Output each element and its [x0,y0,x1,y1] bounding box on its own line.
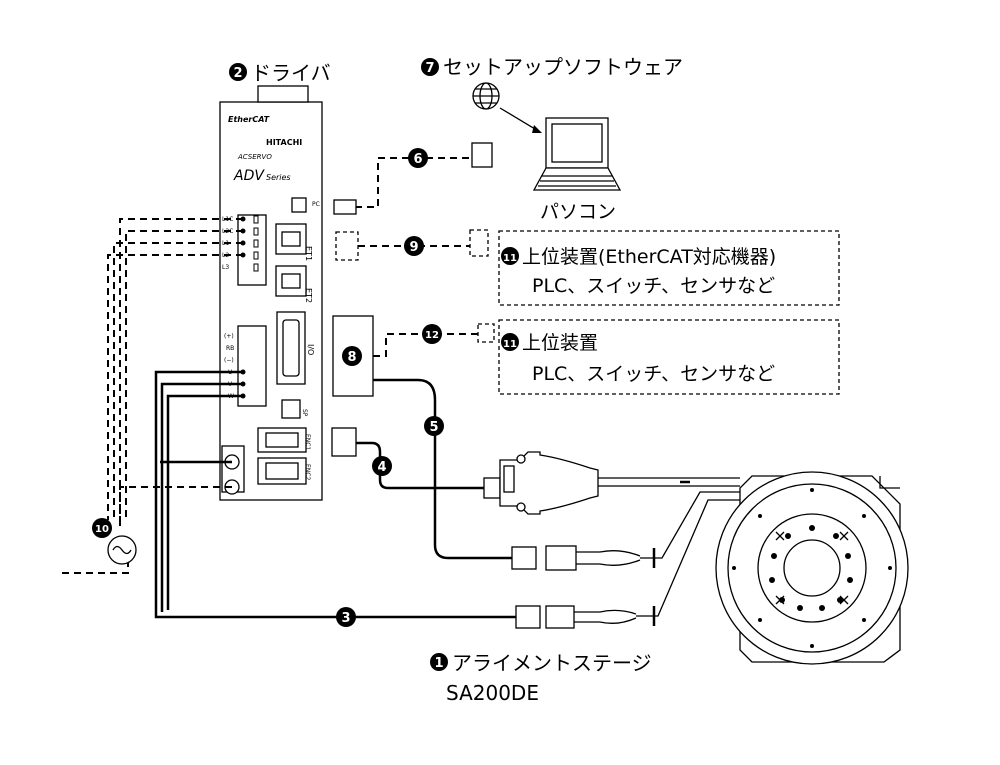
marker-10: 10 [95,524,109,535]
et2-port-label: ET2 [304,288,313,303]
svg-text:RB: RB [226,345,234,352]
et2-port [275,265,307,297]
driver-unit: EtherCAT HITACHI ACSERVO ADV Series PC L… [219,85,323,501]
sp-port [281,399,301,419]
host-connector-b [477,323,495,343]
marker-3: 3 [341,611,350,626]
enc1-port-label: ENC1 [304,434,311,450]
host-ethercat-title: 上位装置(EtherCAT対応機器) [522,246,776,268]
brand-label: HITACHI [266,138,302,147]
sensor-cable [373,378,512,560]
marker-12: 12 [425,330,439,341]
io-cable [373,333,478,357]
pc-label: パソコン [540,201,616,223]
series-main-label: ADV [233,168,265,184]
ground-screws [221,445,245,495]
pc-laptop [532,117,622,191]
marker-7: 7 [425,61,434,76]
host-box [498,319,840,395]
marker-2: 2 [233,66,242,81]
enc-connector [331,427,357,457]
power-terminal-slots [253,215,259,272]
ethercat-logo: EtherCAT [228,115,270,124]
io-port-label: I/O [306,344,315,355]
et1-port [275,223,307,255]
et1-port-label: ET1 [304,246,313,261]
io-port [276,311,306,385]
globe-icon [472,82,500,110]
enc2-port-label: ENC2 [304,464,311,480]
series-sub-label: Series [266,173,291,182]
host-connector-a [469,229,489,257]
host-title: 上位装置 [522,332,598,354]
marker-11a: 11 [503,253,517,264]
power-supply-lines [60,218,243,574]
sp-port-label: SP [301,409,308,417]
enc1-port [257,427,307,453]
marker-11b: 11 [503,339,517,350]
pc-port-label: PC [312,201,320,208]
stage-model: SA200DE [446,681,539,705]
alignment-stage [715,471,909,665]
svg-text:L3: L3 [222,264,229,271]
pc-usb-connector [471,142,493,168]
host-ethercat-box [498,230,840,306]
power-terminal-block [237,214,267,286]
marker-6: 6 [413,152,422,167]
marker-9: 9 [409,240,418,255]
marker-4: 4 [377,460,386,475]
enc2-port [257,457,307,485]
software-title: セットアップソフトウェア [443,55,683,79]
stage-title: アライメントステージ [452,651,652,675]
motor-terminal-block [237,325,267,407]
marker-8: 8 [347,350,356,365]
host-sub: PLC、スイッチ、センサなど [532,363,775,385]
number-markers: 2 7 6 9 11 12 11 8 5 4 10 3 1 [92,58,519,671]
et1-connector [335,231,359,261]
pc-port [291,197,307,213]
product-label: ACSERVO [237,153,272,161]
driver-title: ドライバ [251,61,331,85]
svg-text:(−): (−) [224,357,234,364]
svg-text:(+): (+) [224,333,234,340]
marker-1: 1 [434,656,443,671]
motor-cable [154,370,516,619]
ac-source [107,535,137,565]
marker-5: 5 [429,420,438,435]
host-ethercat-sub: PLC、スイッチ、センサなど [532,275,775,297]
pc-connector [333,199,357,215]
stage-cables [483,451,750,629]
